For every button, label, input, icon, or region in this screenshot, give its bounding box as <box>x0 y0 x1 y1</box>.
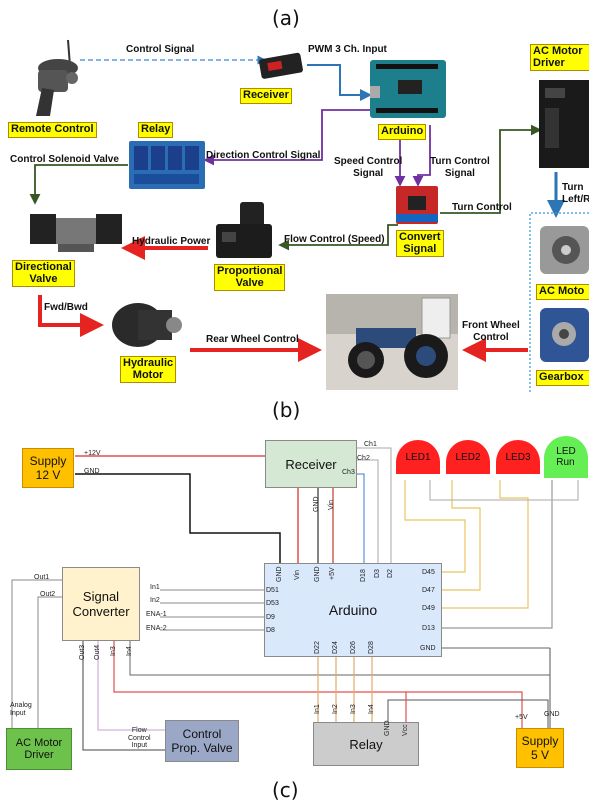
pin-label-gnd: GND <box>84 468 100 475</box>
supply-12v: Supply 12 V <box>22 448 74 488</box>
signal-converter-block: Signal Converter <box>62 567 140 641</box>
analog-input-label: Analog Input <box>10 702 32 717</box>
pin-label-ard-d49: D49 <box>422 605 435 612</box>
pin-label-ard-d8: D8 <box>266 627 275 634</box>
pin-label-sc-out3: Out3 <box>79 645 86 660</box>
pin-label-sc-in2: In2 <box>150 597 160 604</box>
pin-label-plus12v: +12V <box>84 450 101 457</box>
pin-label-ard-d53: D53 <box>266 600 279 607</box>
pin-label-rx-vin: Vin <box>328 500 335 510</box>
pin-label-ard-gnd2: GND <box>314 566 321 582</box>
pin-label-ard-d18: D18 <box>360 569 367 582</box>
pin-label-relay-in2: In2 <box>332 704 339 714</box>
pin-label-ard-d28: D28 <box>368 641 375 654</box>
ac-motor-driver-block: AC Motor Driver <box>6 728 72 770</box>
pin-label-ard-vin: Vin <box>294 570 301 580</box>
pin-label-ard-d3: D3 <box>374 569 381 578</box>
pin-label-relay-in1: In1 <box>314 704 321 714</box>
pin-label-ard-d24: D24 <box>332 641 339 654</box>
pin-label-ard-d2: D2 <box>387 569 394 578</box>
led-run: LED Run <box>544 436 588 478</box>
pin-label-ch1: Ch1 <box>364 441 377 448</box>
pin-label-ard-d26: D26 <box>350 641 357 654</box>
pin-label-relay-vcc: Vcc <box>402 724 409 736</box>
pin-label-ch2: Ch2 <box>357 455 370 462</box>
pin-label-ch3: Ch3 <box>342 469 355 476</box>
pin-label-sc-ena1: ENA-1 <box>146 611 167 618</box>
pin-label-relay-gnd: GND <box>384 720 391 736</box>
pin-label-sc-in3: In3 <box>110 646 117 656</box>
pin-label-rx-gnd: GND <box>313 496 320 512</box>
pin-label-sc-out4: Out4 <box>94 645 101 660</box>
flow-control-input-label: Flow Control Input <box>128 727 151 750</box>
pin-label-ard-d13: D13 <box>422 625 435 632</box>
pin-label-ard-d47: D47 <box>422 587 435 594</box>
pin-label-ard-d9: D9 <box>266 614 275 621</box>
pin-label-ard-d45: D45 <box>422 569 435 576</box>
pin-label-sc-in4: In4 <box>126 646 133 656</box>
pin-label-relay-in3: In3 <box>350 704 357 714</box>
pin-label-sc-out2: Out2 <box>40 591 55 598</box>
pin-label-plus5v: +5V <box>515 714 528 721</box>
pin-label-ard-5v: +5V <box>329 567 336 580</box>
receiver-block: Receiver <box>265 440 357 488</box>
pin-label-gnd5: GND <box>544 711 560 718</box>
pin-label-ard-d22: D22 <box>314 641 321 654</box>
pin-label-sc-in1: In1 <box>150 584 160 591</box>
supply-5v: Supply 5 V <box>516 728 564 768</box>
pin-label-ard-d51: D51 <box>266 587 279 594</box>
pin-label-sc-out1: Out1 <box>34 574 49 581</box>
pin-label-relay-in4: In4 <box>368 704 375 714</box>
pin-label-ard-gnd-right: GND <box>420 645 436 652</box>
pin-label-ard-gnd1: GND <box>276 566 283 582</box>
pin-label-sc-ena2: ENA-2 <box>146 625 167 632</box>
control-prop-valve-block: Control Prop. Valve <box>165 720 239 762</box>
